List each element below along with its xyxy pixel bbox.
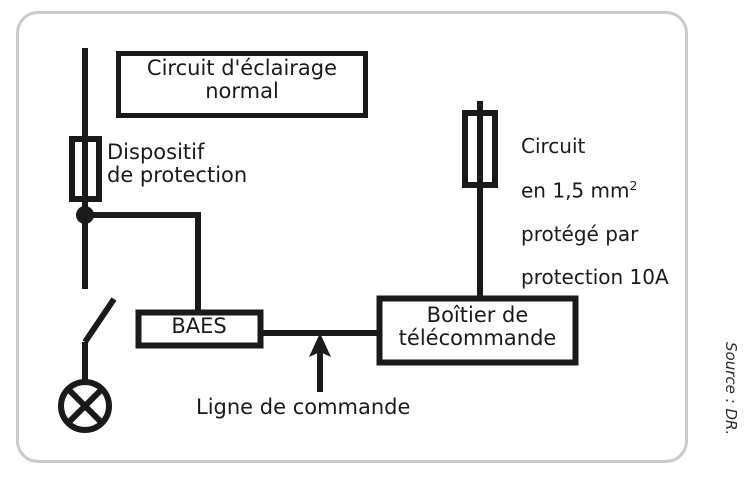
lamp-cross-2: [65, 386, 105, 426]
right-circuit-label: Circuit en 1,5 mm2 protégé par protectio…: [521, 114, 669, 310]
right-circuit-line-2: en 1,5 mm2: [521, 179, 669, 202]
remote-unit-box-label: Boîtier de télécommande: [398, 303, 557, 350]
baes-box-outline: [135, 309, 264, 349]
command-line-label: Ligne de commande: [196, 395, 411, 419]
title-box-outline: [116, 51, 368, 118]
baes-box-label: BAES: [171, 314, 227, 338]
square-exponent: 2: [629, 177, 638, 193]
right-circuit-line-3: protégé par: [521, 221, 639, 246]
right-circuit-line-1: Circuit: [521, 133, 586, 158]
source-credit: Source : DR.: [722, 342, 740, 436]
title-box-label: Circuit d'éclairage normal: [146, 56, 338, 103]
switch-blade: [82, 297, 117, 344]
annotation-arrow-head: [309, 333, 331, 357]
remote-unit-box-outline: [376, 295, 579, 366]
right-circuit-line-4: protection 10A: [521, 264, 669, 289]
protection-device-label: Dispositif de protection: [107, 140, 248, 187]
right-circuit-line-2-text: en 1,5 mm: [521, 178, 630, 203]
